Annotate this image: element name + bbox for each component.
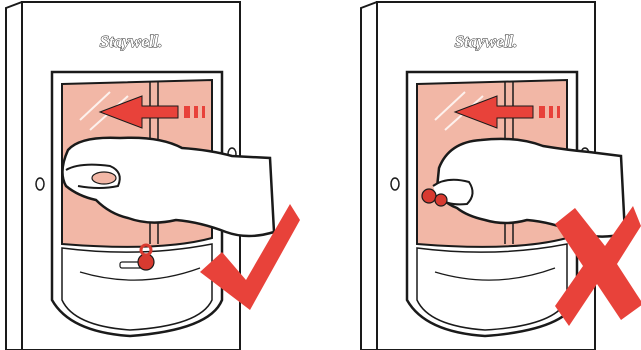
brand-logo: Staywell. [455, 32, 518, 51]
thumbnail [92, 172, 116, 184]
incorrect-illustration: Staywell. [321, 0, 641, 350]
screw-hole-left [36, 178, 44, 190]
brand-logo: Staywell. [100, 32, 163, 51]
correct-illustration: Staywell. [0, 0, 320, 350]
screw-hole-left [391, 178, 399, 190]
tunnel-floor [417, 244, 567, 330]
tunnel-floor [62, 244, 212, 330]
panel-correct: Staywell. [0, 0, 320, 350]
panel-incorrect: Staywell. [321, 0, 641, 350]
